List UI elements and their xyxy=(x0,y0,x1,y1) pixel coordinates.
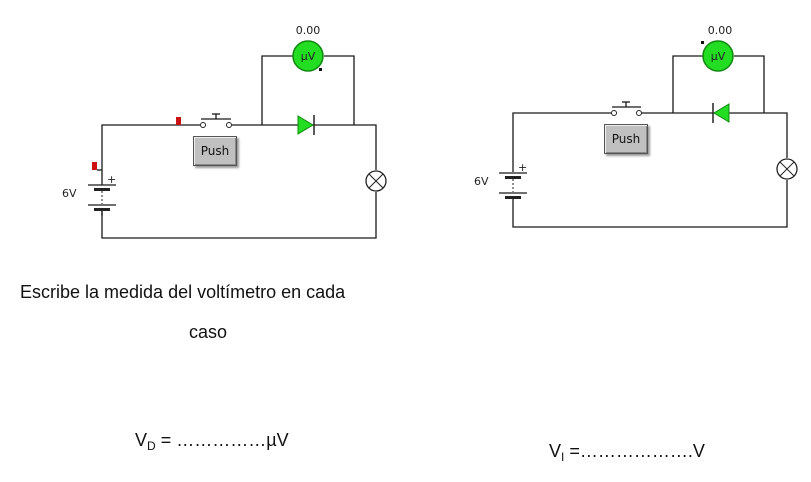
answer-subscript: D xyxy=(147,439,156,453)
circuit-reverse: + 6V µV 0.00 xyxy=(474,24,798,228)
answer-symbol: V xyxy=(135,430,148,450)
probe-marker xyxy=(176,117,181,125)
instruction-line-1: Escribe la medida del voltímetro en cada xyxy=(20,282,346,302)
battery-polarity: + xyxy=(518,161,527,174)
voltmeter: µV xyxy=(292,40,324,72)
answer-blank[interactable]: =……………….V xyxy=(564,441,705,461)
voltmeter-unit: µV xyxy=(711,50,726,63)
battery xyxy=(88,172,116,216)
wire xyxy=(512,180,788,228)
circuit-forward: + 6V µV 0.00 xyxy=(62,24,387,239)
wire xyxy=(232,124,377,170)
instruction-line-2: caso xyxy=(189,322,228,342)
push-button-forward[interactable]: Push xyxy=(193,136,237,166)
push-switch xyxy=(200,113,232,128)
voltmeter-reading: 0.00 xyxy=(708,24,733,37)
lamp-icon xyxy=(365,170,387,192)
answer-forward: VD = ……………µV xyxy=(135,430,289,453)
wire xyxy=(672,55,703,113)
push-button-reverse[interactable]: Push xyxy=(604,124,648,154)
answer-subscript: I xyxy=(561,450,565,464)
lamp-icon xyxy=(776,158,798,180)
battery-polarity: + xyxy=(107,173,116,186)
wire xyxy=(101,124,200,172)
battery-label: 6V xyxy=(474,175,489,188)
answer-reverse: VI =……………….V xyxy=(549,441,705,464)
diode-icon xyxy=(297,115,315,135)
wire xyxy=(324,55,355,125)
wire xyxy=(261,55,293,125)
answer-blank[interactable]: = ……………µV xyxy=(155,430,289,450)
voltmeter-unit: µV xyxy=(301,50,316,63)
voltmeter-reading: 0.00 xyxy=(296,24,321,37)
probe-marker xyxy=(92,162,97,170)
push-switch xyxy=(611,101,642,116)
wire xyxy=(734,55,765,113)
wire xyxy=(641,112,788,158)
battery-label: 6V xyxy=(62,187,77,200)
battery xyxy=(499,172,527,199)
answer-symbol: V xyxy=(549,441,562,461)
voltmeter: µV xyxy=(701,40,734,72)
diode-icon xyxy=(712,103,730,123)
wire xyxy=(101,192,377,239)
wire xyxy=(512,112,611,172)
